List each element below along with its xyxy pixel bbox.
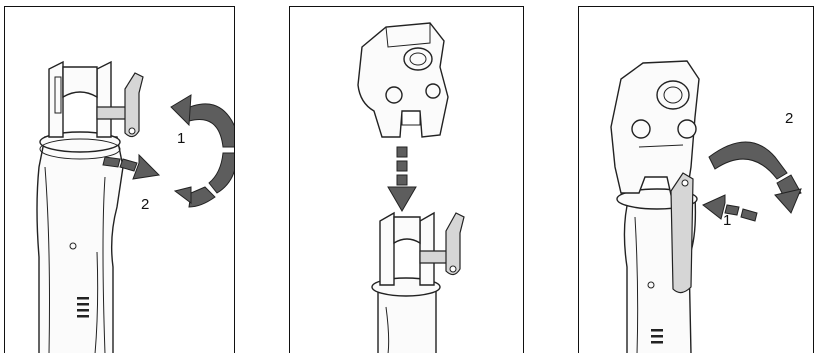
callout-2: 2 <box>785 110 793 127</box>
step-2-panel <box>289 6 524 353</box>
step-1-panel: 1 2 <box>4 6 235 353</box>
step-3-illustration: 2 1 <box>579 7 814 353</box>
callout-2: 2 <box>141 196 149 213</box>
locking-pin <box>671 173 693 293</box>
step-3-panel: 2 1 <box>578 6 814 353</box>
grip-lines-icon <box>651 329 663 344</box>
press-jaw <box>358 23 448 137</box>
callout-1: 1 <box>177 130 185 147</box>
step-2-illustration <box>290 7 524 353</box>
rotate-arrow <box>171 95 235 207</box>
callout-1: 1 <box>723 212 731 229</box>
insert-arrow <box>388 147 416 211</box>
step-1-illustration: 1 2 <box>5 7 235 353</box>
